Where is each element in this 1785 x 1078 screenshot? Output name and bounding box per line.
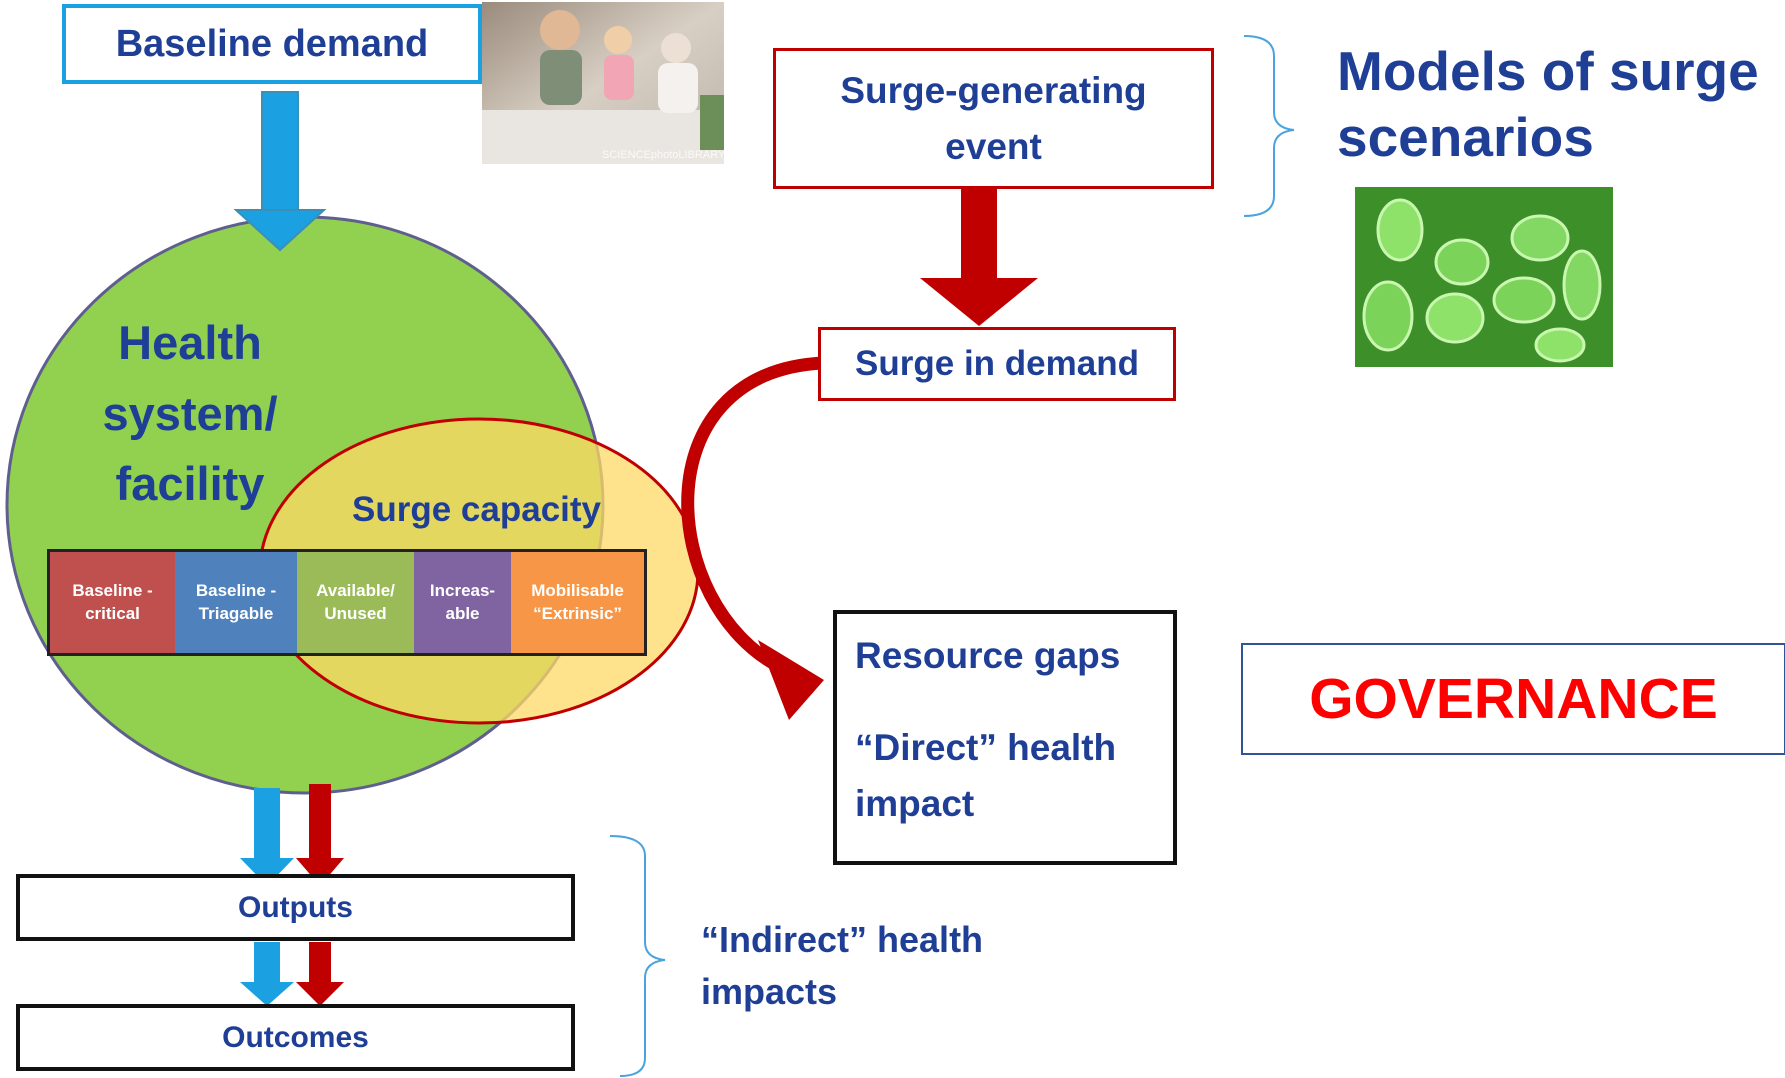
family-photo	[482, 2, 724, 164]
segment-mobilisable: Mobilisable “Extrinsic”	[511, 552, 644, 653]
models-brace	[1243, 35, 1295, 217]
surge-event-label: Surge-generating event	[840, 70, 1147, 167]
segment-increasable-label: Increas- able	[429, 581, 496, 623]
segment-baseline-critical: Baseline - critical	[50, 552, 175, 653]
baseline-demand-label: Baseline demand	[115, 22, 429, 65]
governance-label: GOVERNANCE	[1309, 667, 1718, 731]
segment-available-unused-label: Available/ Unused	[316, 581, 395, 623]
segment-mobilisable-label: Mobilisable “Extrinsic”	[531, 581, 624, 623]
surge-demand-label: Surge in demand	[855, 344, 1139, 383]
outcomes-label: Outcomes	[222, 1020, 369, 1054]
segment-available-unused: Available/ Unused	[297, 552, 414, 653]
segment-baseline-triagable-label: Baseline - Triagable	[195, 581, 277, 623]
indirect-impacts-label: “Indirect” health impacts	[701, 919, 984, 1013]
governance-box: GOVERNANCE	[1241, 643, 1785, 755]
indirect-brace	[609, 835, 666, 1077]
health-system-label: Health system/ facility	[102, 316, 278, 510]
resource-gaps-label: Resource gaps	[855, 635, 1121, 676]
resource-gaps-box: Resource gaps “Direct” health impact	[833, 610, 1177, 865]
segment-baseline-critical-label: Baseline - critical	[72, 581, 153, 623]
surge-capacity-label: Surge capacity	[352, 490, 601, 529]
models-title: Models of surge scenarios	[1337, 40, 1759, 168]
surge-event-box: Surge-generating event	[773, 48, 1214, 189]
segment-increasable: Increas- able	[414, 552, 511, 653]
outcomes-box: Outcomes	[16, 1004, 575, 1071]
curved-surge-arrow	[681, 356, 824, 720]
virus-image	[1355, 187, 1613, 367]
outputs-label: Outputs	[238, 890, 353, 924]
capacity-bar: Baseline - critical Baseline - Triagable…	[47, 549, 647, 656]
surge-demand-box: Surge in demand	[818, 327, 1176, 401]
segment-baseline-triagable: Baseline - Triagable	[175, 552, 297, 653]
surge-event-arrow	[920, 187, 1038, 326]
direct-impact-label: “Direct” health impact	[855, 727, 1117, 824]
outputs-box: Outputs	[16, 874, 575, 941]
photo-credit: SCIENCEphotoLIBRARY	[602, 149, 726, 161]
baseline-demand-box: Baseline demand	[62, 4, 482, 84]
outcomes-arrows	[240, 942, 344, 1006]
baseline-arrow	[233, 91, 327, 252]
outputs-arrows	[240, 784, 344, 886]
